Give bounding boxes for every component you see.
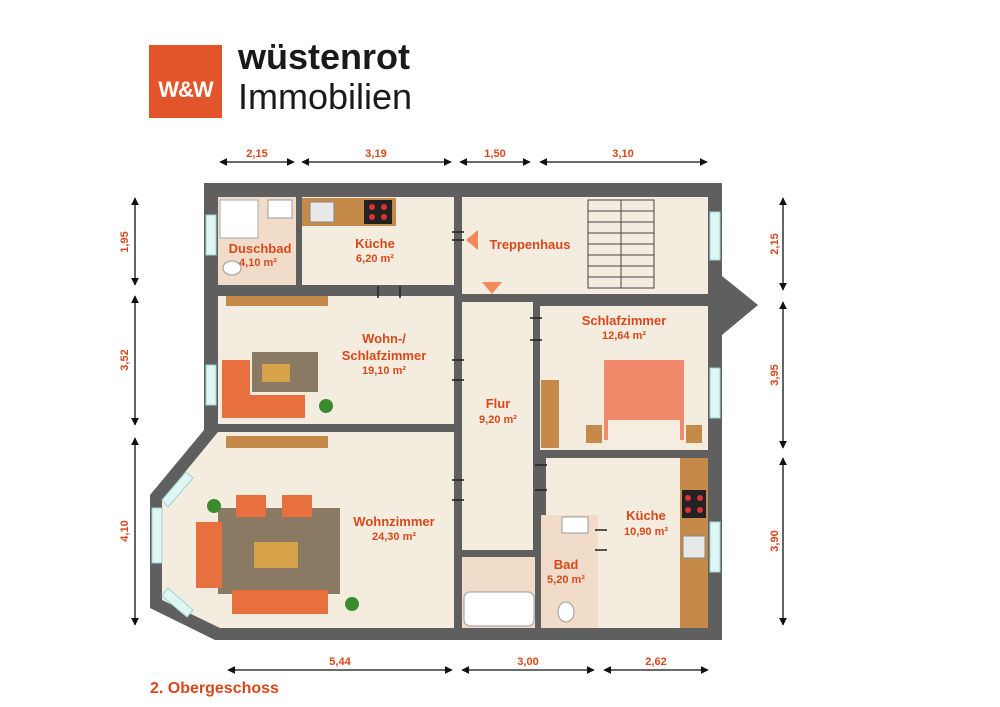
kitchen-right	[680, 458, 708, 628]
room-labels: Duschbad 4,10 m² Küche 6,20 m² Treppenha…	[229, 236, 669, 586]
dim-left-3: 4,10	[119, 520, 131, 541]
dim-top-2: 3,19	[365, 148, 386, 160]
room-wohnzimmer-area: 24,30 m²	[372, 531, 416, 543]
room-flur-name: Flur	[486, 396, 511, 411]
room-flur-area: 9,20 m²	[479, 414, 517, 426]
dim-top-3: 1,50	[484, 148, 505, 160]
dim-left-2: 3,52	[119, 349, 131, 370]
dim-bottom-2: 3,00	[517, 656, 538, 668]
brand-logo: W&W	[149, 45, 222, 118]
floor-label: 2. Obergeschoss	[150, 680, 279, 697]
sofa-wohn-schlaf	[222, 352, 333, 418]
dimension-lines	[131, 158, 787, 674]
sideboard	[226, 436, 328, 448]
dim-right-2: 3,95	[769, 364, 781, 385]
doors	[377, 231, 607, 551]
dim-bottom-1: 5,44	[329, 656, 351, 668]
duschbad-fixtures	[219, 199, 293, 276]
room-kueche-area: 6,20 m²	[356, 253, 394, 265]
brand-name: wüstenrot	[238, 36, 411, 77]
room-kueche2-name: Küche	[626, 508, 666, 523]
room-kueche2-area: 10,90 m²	[624, 526, 668, 538]
brand-subtitle: Immobilien	[238, 76, 413, 117]
dim-top-4: 3,10	[612, 148, 633, 160]
room-schlafzimmer-area: 12,64 m²	[602, 330, 646, 342]
dim-left-1: 1,95	[119, 231, 131, 252]
sideboard	[226, 296, 328, 306]
room-treppenhaus-name: Treppenhaus	[490, 237, 571, 252]
bed	[586, 360, 702, 443]
sofa-wohnzimmer	[196, 495, 359, 614]
room-schlafzimmer-name: Schlafzimmer	[582, 313, 667, 328]
room-wohnschlaf-area: 19,10 m²	[362, 365, 406, 377]
room-kueche-name: Küche	[355, 236, 395, 251]
room-bad-area: 5,20 m²	[547, 574, 585, 586]
room-duschbad-name: Duschbad	[229, 241, 292, 256]
room-wohnschlaf-name-2: Schlafzimmer	[342, 348, 427, 363]
dim-top-1: 2,15	[246, 148, 267, 160]
dim-right-1: 2,15	[769, 233, 781, 254]
room-wohnschlaf-name-1: Wohn-/	[362, 331, 406, 346]
arrow-marker-icon	[466, 230, 478, 250]
arrow-marker-icon	[482, 282, 502, 294]
room-duschbad-area: 4,10 m²	[239, 257, 277, 269]
brand-logo-text: W&W	[158, 77, 213, 102]
kitchen-top	[302, 198, 396, 226]
dim-bottom-3: 2,62	[645, 656, 666, 668]
dim-right-3: 3,90	[769, 530, 781, 551]
staircase	[587, 199, 655, 289]
bad-fixtures	[463, 516, 589, 627]
wardrobe	[541, 380, 559, 448]
room-wohnzimmer-name: Wohnzimmer	[353, 514, 434, 529]
room-bad-name: Bad	[554, 557, 579, 572]
windows	[151, 211, 721, 618]
